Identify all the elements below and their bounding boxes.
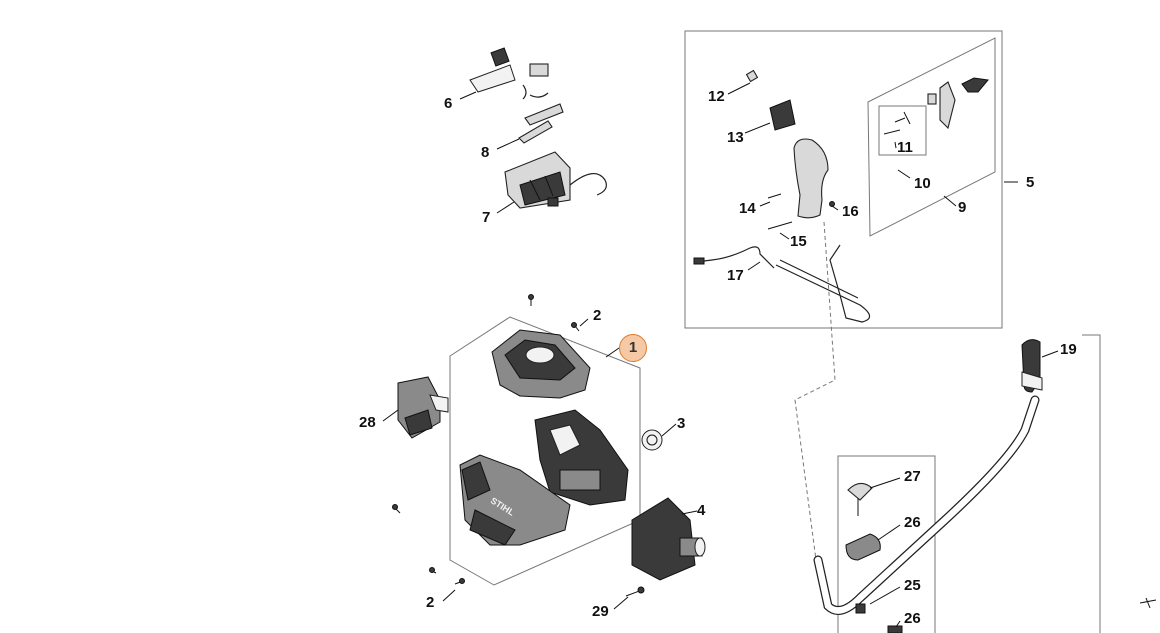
dashed-assembly-line — [794, 221, 836, 561]
callout-7: 8 — [481, 144, 490, 161]
callout-25: 25 — [904, 577, 921, 594]
callout-17: 17 — [727, 267, 744, 284]
lower-shell-part: STIHL — [459, 454, 571, 546]
loop-handle-frame — [837, 455, 936, 633]
callout-9: 9 — [958, 199, 967, 216]
trigger-group-frame — [867, 37, 996, 237]
leader-lines — [382, 82, 1059, 628]
callout-12: 12 — [708, 88, 725, 105]
callout-5: 6 — [444, 95, 453, 112]
callout-2-top: 2 — [593, 307, 602, 324]
callout-26-upper: 26 — [904, 514, 921, 531]
callout-26-lower: 26 — [904, 610, 921, 627]
top-cover-part — [491, 329, 591, 399]
side-cover-part — [397, 376, 449, 439]
handle-assembly-frame — [684, 30, 1003, 329]
callout-15: 15 — [790, 233, 807, 250]
callout-3: 3 — [677, 415, 686, 432]
callout-14: 14 — [739, 200, 756, 217]
callout-8: 5 — [1026, 174, 1035, 191]
callout-11: 11 — [897, 139, 913, 156]
callout-27: 27 — [904, 468, 921, 485]
callout-10: 10 — [914, 175, 931, 192]
callout-6: 7 — [482, 209, 491, 226]
loop-handle-part — [813, 339, 1157, 633]
callout-13: 13 — [727, 129, 744, 146]
right-edge-frame — [1082, 334, 1101, 633]
callout-28: 28 — [359, 414, 376, 431]
screw-parts — [392, 294, 645, 597]
handle-grip-part — [693, 69, 871, 323]
callout-4: 4 — [697, 502, 706, 519]
motor-flange-part — [631, 497, 706, 581]
motor-housing-part — [534, 409, 629, 506]
callout-16: 16 — [842, 203, 859, 220]
pin-part-7 — [518, 120, 553, 144]
gasket-part — [641, 429, 663, 451]
electronics-housing-part — [504, 151, 607, 209]
callout-2-bottom: 2 — [426, 594, 435, 611]
callout-29: 29 — [592, 603, 609, 620]
callout-1-highlighted[interactable]: 1 — [619, 334, 647, 362]
switch-bracket-part — [469, 47, 564, 126]
trigger-parts — [883, 77, 989, 135]
small-parts-frame — [878, 105, 927, 156]
callout-19: 19 — [1060, 341, 1077, 358]
